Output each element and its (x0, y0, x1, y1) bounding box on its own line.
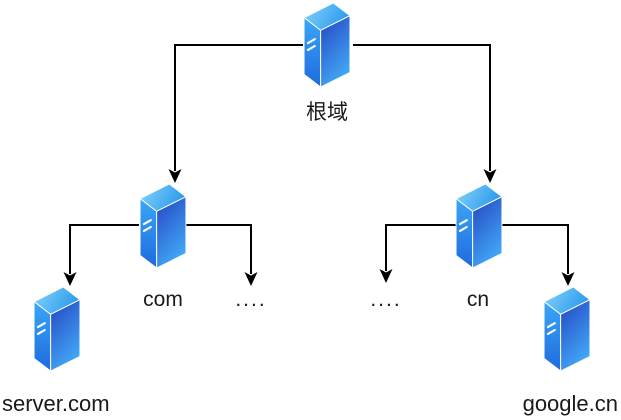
server-com-server-icon (31, 287, 83, 373)
arrowhead-icon (168, 169, 182, 183)
server-icon (543, 287, 591, 372)
root-label: 根域 (306, 101, 348, 124)
arrowhead-icon (63, 272, 77, 286)
edge-root-to-com (174, 44, 303, 171)
arrowheads (63, 169, 575, 286)
server-com-label: server.com (2, 391, 110, 416)
server-icon (455, 184, 503, 269)
edge-root-to-cn (353, 44, 491, 171)
edge-com-to-more (186, 224, 252, 274)
cn-server-icon (453, 184, 505, 270)
edge-cn-to-more (385, 224, 456, 271)
com-server-icon (137, 184, 189, 270)
google-cn-label: google.cn (522, 391, 618, 416)
server-icon (303, 3, 351, 88)
arrowhead-icon (379, 269, 393, 283)
more-right-label: .... (370, 288, 402, 311)
edge-com-to-servercom (69, 224, 139, 274)
arrowhead-icon (244, 272, 258, 286)
arrowhead-icon (561, 272, 575, 286)
edge-cn-to-googlecn (501, 224, 569, 274)
connector-lines (69, 44, 569, 274)
root-server-icon (301, 3, 353, 89)
arrowhead-icon (483, 169, 497, 183)
server-icon (33, 287, 81, 372)
cn-label: cn (466, 288, 490, 311)
com-label: com (143, 288, 183, 311)
google-cn-server-icon (541, 287, 593, 373)
server-icon (139, 184, 187, 269)
more-left-label: .... (235, 288, 267, 311)
